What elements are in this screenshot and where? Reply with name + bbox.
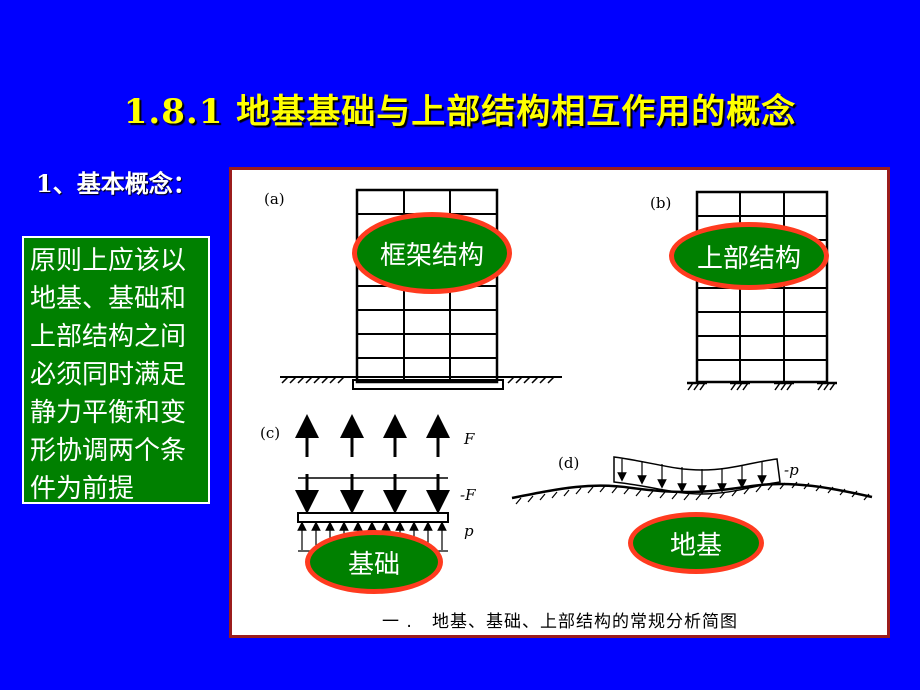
note-line: 地基、基础和 xyxy=(30,284,187,314)
label-F: F xyxy=(463,430,475,448)
caption-text: 地基、基础、上部结构的常规分析简图 xyxy=(432,612,739,632)
panel-label-a: (a) xyxy=(264,190,285,208)
callout-subgrade: 地基 xyxy=(628,512,764,574)
label-neg-p: -p xyxy=(784,461,799,479)
panel-d-subgrade-pressure: (d) -p xyxy=(511,454,873,505)
note-line: 静力平衡和变 xyxy=(30,398,187,428)
note-line: 原则上应该以 xyxy=(30,246,187,276)
figure-caption: 一 . 地基、基础、上部结构的常规分析简图 xyxy=(382,607,738,632)
panel-label-d: (d) xyxy=(558,454,579,472)
callout-foundation: 基础 xyxy=(305,530,443,594)
panel-label-c: (c) xyxy=(260,424,280,442)
note-line: 必须同时满足 xyxy=(30,360,187,390)
note-line: 件为前提 xyxy=(30,474,135,504)
label-neg-F: -F xyxy=(460,486,476,504)
slide-title: 1.8.1 地基基础与上部结构相互作用的概念 xyxy=(123,92,797,132)
caption-prefix: 一 . xyxy=(382,612,413,632)
callout-frame-structure: 框架结构 xyxy=(352,212,512,294)
concept-note-box: 原则上应该以 地基、基础和 上部结构之间 必须同时满足 静力平衡和变 形协调两个… xyxy=(22,236,210,504)
section-heading: 1、基本概念： xyxy=(36,169,197,198)
note-line: 上部结构之间 xyxy=(30,322,187,352)
panel-label-b: (b) xyxy=(650,194,671,212)
note-line: 形协调两个条 xyxy=(30,436,187,466)
label-p: p xyxy=(464,522,474,540)
analysis-diagram-figure: (a) (b) xyxy=(229,167,890,638)
callout-superstructure: 上部结构 xyxy=(669,222,829,290)
